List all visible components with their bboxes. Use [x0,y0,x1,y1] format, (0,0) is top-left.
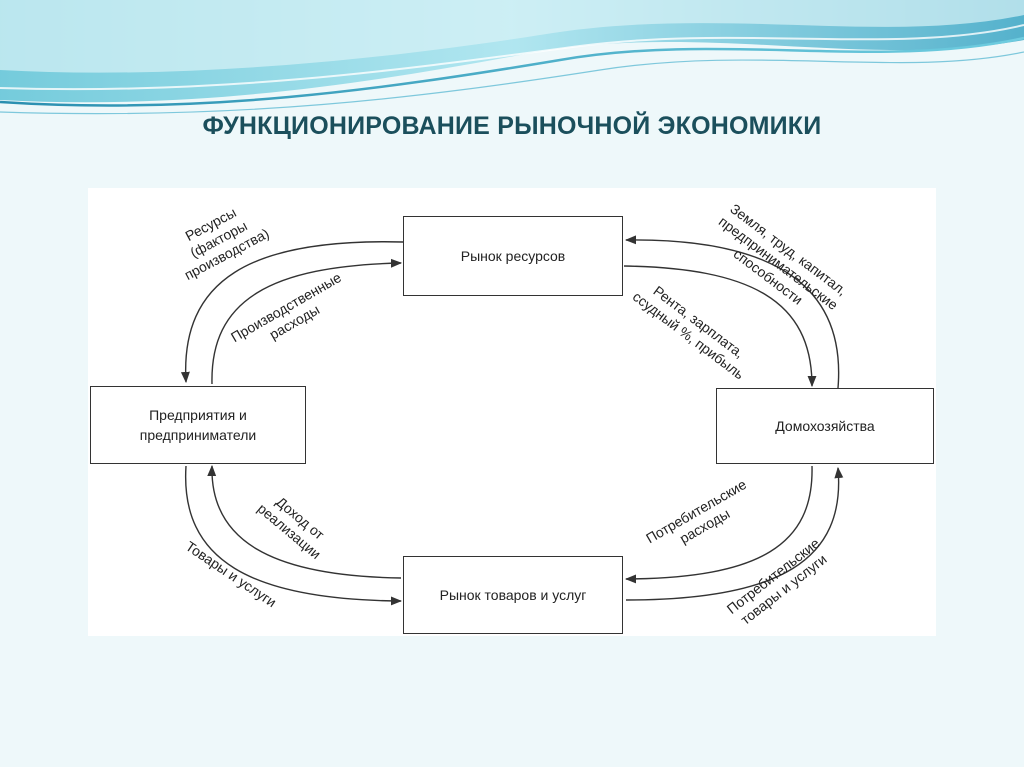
arrow-consumer-spending [624,465,813,584]
node-goods-market-label: Рынок товаров и услуг [439,586,587,603]
arrow-income [623,265,817,388]
node-enterprises-label-1: Предприятия и [149,406,247,423]
arrow-factors [624,235,840,389]
arrow-goods-services [184,465,403,606]
node-resource-market-label: Рынок ресурсов [460,247,566,264]
slide-title: ФУНКЦИОНИРОВАНИЕ РЫНОЧНОЙ ЭКОНОМИКИ [202,112,822,140]
node-households: Домохозяйства [716,388,934,464]
node-enterprises-label-2: предприниматели [139,427,257,443]
arrow-revenue [207,464,402,579]
node-households-label: Домохозяйства [775,417,875,434]
arrow-consumer-goods [625,466,844,601]
arrow-resources [180,241,404,384]
node-enterprises: Предприятия и предприниматели [90,386,306,464]
arrow-production-costs [211,258,403,385]
node-goods-market: Рынок товаров и услуг [403,556,623,634]
node-resource-market: Рынок ресурсов [403,216,623,296]
header-wave-decoration [0,0,1024,115]
